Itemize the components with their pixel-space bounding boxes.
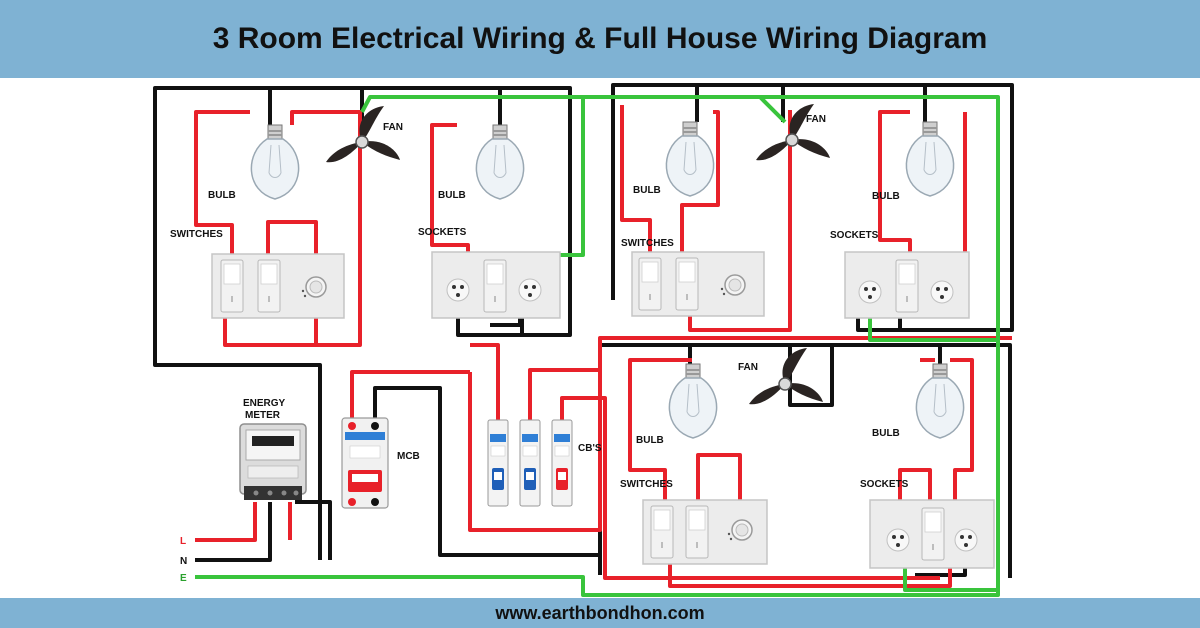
label-energy-meter-line2: METER xyxy=(245,410,281,421)
label-switches-room2: SWITCHES xyxy=(621,238,674,249)
page-title: 3 Room Electrical Wiring & Full House Wi… xyxy=(212,22,988,55)
bulb-room2-right-icon xyxy=(905,121,955,197)
website-url: www.earthbondhon.com xyxy=(495,602,705,623)
switch-room2-2 xyxy=(675,257,699,311)
fan-room2-icon xyxy=(755,103,831,162)
wiring-diagram: BULB FAN BULB SWITCHES SOCKETS BULB FAN … xyxy=(153,83,1014,597)
label-fan-room3: FAN xyxy=(738,362,758,373)
socket-icon xyxy=(518,278,542,302)
footer-banner: www.earthbondhon.com xyxy=(0,598,1200,628)
bulb-room3-left-icon xyxy=(668,363,718,439)
switch-room3-2 xyxy=(685,505,709,559)
label-switches-room1: SWITCHES xyxy=(170,229,223,240)
circuit-breaker-1 xyxy=(487,419,509,507)
label-sockets-room2: SOCKETS xyxy=(830,230,879,241)
label-fan-room2: FAN xyxy=(806,114,826,125)
socket-icon xyxy=(954,528,978,552)
bulb-room1-left-icon xyxy=(250,124,300,200)
socket-icon xyxy=(930,280,954,304)
socket-switch-room1 xyxy=(483,259,507,313)
label-bulb-room3-left: BULB xyxy=(636,435,664,446)
circuit-breaker-2 xyxy=(519,419,541,507)
label-sockets-room1: SOCKETS xyxy=(418,227,467,238)
socket-board-room2 xyxy=(844,251,970,319)
label-live: L xyxy=(180,536,186,547)
switch-board-room2 xyxy=(631,251,765,317)
switch-board-room1 xyxy=(211,253,345,319)
socket-icon xyxy=(858,280,882,304)
switch-board-room3 xyxy=(642,499,768,565)
title-banner: 3 Room Electrical Wiring & Full House Wi… xyxy=(0,0,1200,78)
socket-icon xyxy=(886,528,910,552)
socket-icon xyxy=(446,278,470,302)
label-switches-room3: SWITCHES xyxy=(620,479,673,490)
bulb-room3-right-icon xyxy=(915,363,965,439)
circuit-breaker-3 xyxy=(551,419,573,507)
switch-room1-2 xyxy=(257,259,281,313)
mcb-device xyxy=(341,417,389,509)
label-bulb-room2-left: BULB xyxy=(633,185,661,196)
label-energy-meter-line1: ENERGY xyxy=(243,398,286,409)
bulb-room1-right-icon xyxy=(475,124,525,200)
label-bulb-room1-left: BULB xyxy=(208,190,236,201)
circuit-breakers xyxy=(487,419,573,507)
label-bulb-room3-right: BULB xyxy=(872,428,900,439)
bulb-room2-left-icon xyxy=(665,121,715,197)
label-cbs: CB'S xyxy=(578,443,602,454)
energy-meter-device xyxy=(239,423,307,500)
label-bulb-room1-right: BULB xyxy=(438,190,466,201)
switch-room1-1 xyxy=(220,259,244,313)
socket-board-room1 xyxy=(431,251,561,319)
socket-switch-room3 xyxy=(921,507,945,561)
label-earth: E xyxy=(180,573,187,584)
socket-board-room3 xyxy=(869,499,995,569)
label-sockets-room3: SOCKETS xyxy=(860,479,909,490)
label-neutral: N xyxy=(180,556,187,567)
switch-room3-1 xyxy=(650,505,674,559)
socket-switch-room2 xyxy=(895,259,919,313)
label-mcb: MCB xyxy=(397,451,420,462)
label-fan-room1: FAN xyxy=(383,122,403,133)
switch-room2-1 xyxy=(638,257,662,311)
fan-room3-icon xyxy=(748,347,824,406)
label-bulb-room2-right: BULB xyxy=(872,191,900,202)
